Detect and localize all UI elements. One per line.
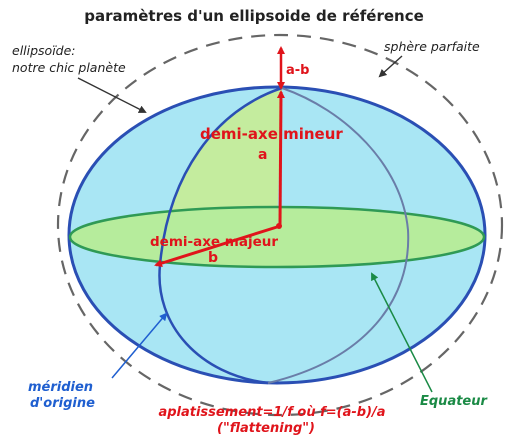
semi-major-axis: [154, 225, 278, 268]
ellipsoid-label-line1: ellipsoïde:: [12, 43, 76, 58]
equator-plane: [68, 205, 486, 269]
semi-major-symbol: b: [208, 250, 218, 266]
ellipsoid-label-line2: notre chic planète: [12, 60, 126, 75]
center-point: [276, 223, 282, 229]
perfect-sphere: [56, 33, 504, 417]
sphere-pointer: [378, 55, 403, 78]
equator-pointer: [371, 272, 433, 393]
sphere-label: sphère parfaite: [384, 39, 480, 54]
flattening-note: ("flattening"): [217, 421, 315, 436]
meridian-label-line2: d'origine: [30, 396, 95, 411]
equator-label: Equateur: [420, 394, 488, 409]
flattening-formula: aplatissement=1/f où f=(a-b)/a: [158, 405, 385, 420]
semi-minor-axis: [276, 90, 285, 226]
diagram-title: paramètres d'un ellipsoide de référence: [84, 7, 424, 25]
a-minus-b-label: a-b: [286, 63, 309, 78]
back-meridian: [267, 87, 410, 384]
meridian-label-line1: méridien: [28, 380, 93, 395]
semi-major-label: demi-axe majeur: [150, 234, 278, 250]
meridian-pointer: [111, 312, 168, 379]
semi-minor-symbol: a: [258, 147, 267, 163]
ellipsoid-pointer: [77, 77, 147, 113]
semi-minor-label: demi-axe mineur: [200, 125, 343, 143]
